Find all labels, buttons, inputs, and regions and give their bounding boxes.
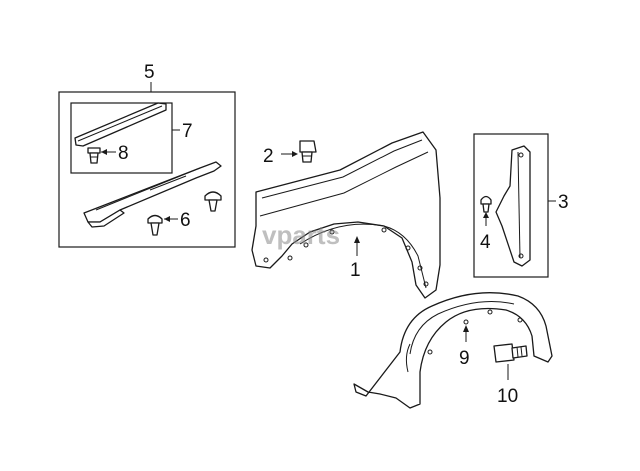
side-bracket [495,145,531,267]
arrow-8 [101,149,107,155]
callout-1[interactable]: 1 [350,260,361,281]
arrow-9 [463,325,469,332]
bolt-10 [493,343,528,363]
clip-6 [147,214,163,236]
callout-10[interactable]: 10 [497,386,518,407]
bolt-2 [299,140,317,163]
group-3-box [473,133,549,278]
callout-7[interactable]: 7 [182,121,193,142]
group-7-box [70,102,173,174]
callout-8[interactable]: 8 [118,143,129,164]
callout-9[interactable]: 9 [459,348,470,369]
clip-8 [87,147,101,164]
moulding-strip [74,102,167,147]
group-5-box [58,91,236,248]
callout-5[interactable]: 5 [144,62,155,83]
arrow-2 [292,151,298,157]
watermark: vparts [262,220,340,250]
clip-6-b [204,191,222,212]
callout-3[interactable]: 3 [558,192,569,213]
arrow-6 [164,216,170,222]
callout-4[interactable]: 4 [480,232,491,253]
garnish-bracket [83,161,222,228]
fender-liner [353,292,553,409]
callout-6[interactable]: 6 [180,210,191,231]
front-fender [251,131,441,299]
clip-4 [480,195,492,213]
callout-2[interactable]: 2 [263,146,274,167]
arrow-4 [483,212,489,218]
arrow-1 [354,236,360,243]
